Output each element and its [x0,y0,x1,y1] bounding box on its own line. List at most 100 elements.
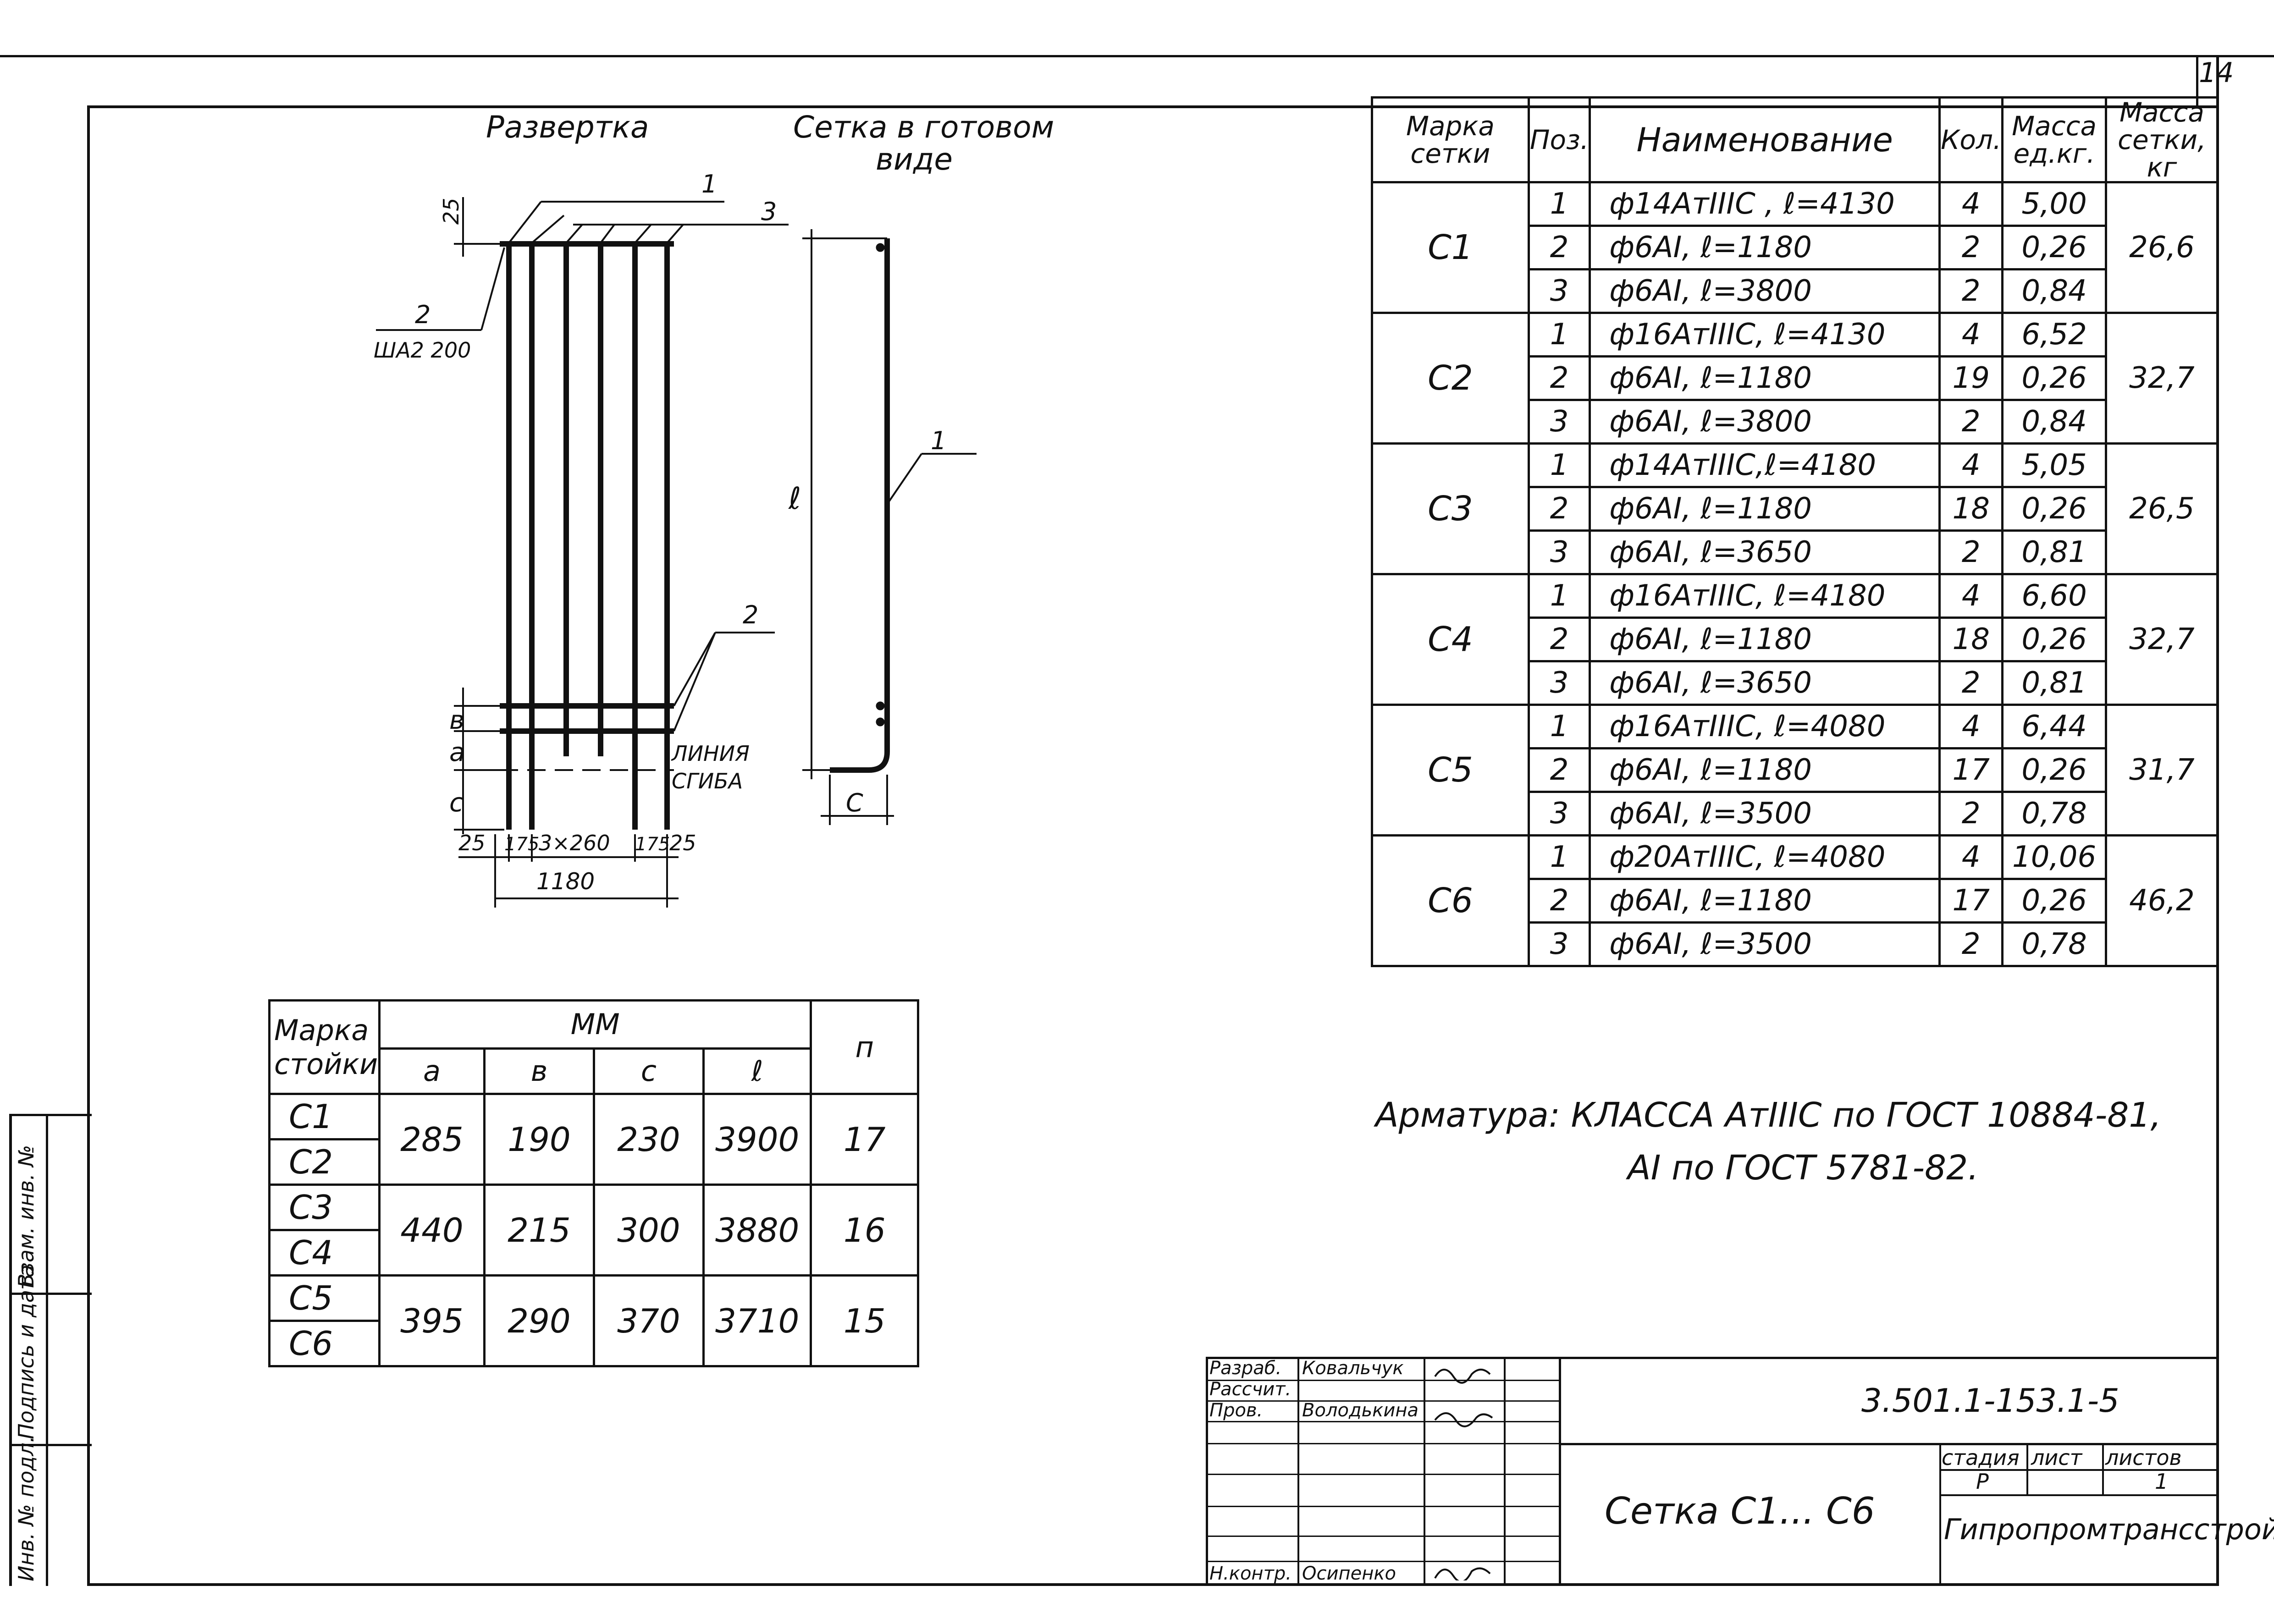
side-stamp-top [9,1114,92,1116]
dims-cell-mark: С3 [268,1184,381,1231]
spec-cell-name: ф6АI, ℓ=3800 [1589,399,1941,445]
spec-cell-mark: С2 [1371,312,1530,445]
spec-cell-mass: 0,26 [2001,747,2107,793]
dim-25-top: 25 [439,198,464,225]
finished-mesh [802,229,977,825]
step-label: ША2 200 [374,338,471,363]
spec-header-qty: Кол. [1938,96,2004,183]
dim-total: 1180 [536,868,595,895]
spec-cell-pos: 1 [1527,573,1591,619]
side-stamp-inv-podl: Инв. № подл. [14,1436,39,1581]
spec-cell-qty: 2 [1938,225,2004,270]
spec-cell-total: 46,2 [2104,834,2219,967]
tb-stage-label: стадия [1942,1445,2020,1470]
spec-cell-qty: 4 [1938,312,2004,358]
spec-cell-mass: 0,26 [2001,355,2107,401]
spec-cell-qty: 17 [1938,878,2004,924]
side-stamp-left [9,1114,12,1586]
spec-cell-name: ф16АтIIIС, ℓ=4080 [1589,704,1941,749]
spec-cell-total: 26,6 [2104,181,2219,314]
spec-cell-qty: 4 [1938,181,2004,227]
spec-header-pos: Поз. [1527,96,1591,183]
spec-cell-mass: 6,60 [2001,573,2107,619]
page-number: 14 [2199,57,2234,89]
dims-header-b: в [483,1047,595,1095]
setka-label-1: Сетка в готовом [793,110,1054,145]
spec-cell-pos: 2 [1527,486,1591,532]
dims-cell-n: 16 [810,1184,919,1277]
spec-cell-qty: 19 [1938,355,2004,401]
frame-bottom [87,1583,2219,1586]
dims-cell-mark: С6 [268,1320,381,1367]
spec-cell-name: ф6АI, ℓ=1180 [1589,486,1941,532]
spec-table: Марка сетки Поз. Наименование Кол. Масса… [1371,96,2219,967]
callout-1-finished: 1 [931,426,946,455]
spec-cell-mass: 5,00 [2001,181,2107,227]
dims-cell-mark: С5 [268,1274,381,1322]
spec-cell-qty: 2 [1938,399,2004,445]
tb-razrab-label: Разраб. [1209,1358,1282,1379]
side-stamp-vzam: Взам. инв. № [14,1145,39,1288]
dim-bottom-175b: 175 [635,834,670,855]
dims-header-mark-1: Марка [274,1013,369,1047]
spec-cell-qty: 4 [1938,573,2004,619]
tb-sheets: 1 [2155,1469,2169,1494]
callout-1: 1 [701,170,717,198]
spec-cell-name: ф6АI, ℓ=1180 [1589,617,1941,662]
note-line-2: АI по ГОСТ 5781-82. [1628,1148,1979,1188]
spec-cell-pos: 1 [1527,442,1591,488]
tb-prov-label: Пров. [1209,1400,1263,1421]
spec-cell-pos: 1 [1527,181,1591,227]
dims-header-c: с [593,1047,705,1095]
tb-prov-name: Володькина [1302,1400,1419,1421]
spec-cell-qty: 4 [1938,834,2004,880]
dims-cell-l: 3880 [702,1184,812,1277]
bend-line-2: СГИБА [672,769,743,793]
spec-cell-pos: 3 [1527,268,1591,314]
spec-cell-mass: 0,78 [2001,921,2107,967]
dim-C: С [846,788,863,817]
spec-cell-name: ф6АI, ℓ=1180 [1589,355,1941,401]
dims-header-l: ℓ [702,1047,812,1095]
spec-cell-mark: С1 [1371,181,1530,314]
spec-cell-mark: С6 [1371,834,1530,967]
side-stamp-sep1 [9,1293,92,1295]
spec-cell-pos: 2 [1527,747,1591,793]
spec-cell-qty: 2 [1938,660,2004,706]
spec-cell-mass: 0,81 [2001,660,2107,706]
spec-cell-total: 31,7 [2104,704,2219,837]
dims-header-n: п [810,999,919,1095]
bend-line-1: ЛИНИЯ [671,741,750,766]
dims-cell-c: 230 [593,1093,705,1186]
spec-cell-pos: 1 [1527,312,1591,358]
tb-sheet-label: лист [2031,1445,2082,1470]
dim-bottom-25a: 25 [458,831,486,855]
spec-cell-name: ф14АтIIIС , ℓ=4130 [1589,181,1941,227]
spec-cell-mark: С3 [1371,442,1530,575]
dims-cell-c: 370 [593,1274,705,1367]
callout-3: 3 [761,197,777,226]
dims-row: С4 [268,1229,918,1277]
spec-cell-mass: 6,52 [2001,312,2107,358]
dims-cell-c: 300 [593,1184,705,1277]
callout-2-top: 2 [415,300,431,329]
spec-cell-name: ф16АтIIIС, ℓ=4130 [1589,312,1941,358]
top-border-line [0,55,2274,57]
dims-cell-n: 17 [810,1093,919,1186]
dims-header-a: а [378,1047,486,1095]
spec-cell-qty: 18 [1938,486,2004,532]
dim-bottom-mid: 3×260 [539,831,610,855]
spec-cell-pos: 2 [1527,225,1591,270]
frame-top [87,105,2219,108]
